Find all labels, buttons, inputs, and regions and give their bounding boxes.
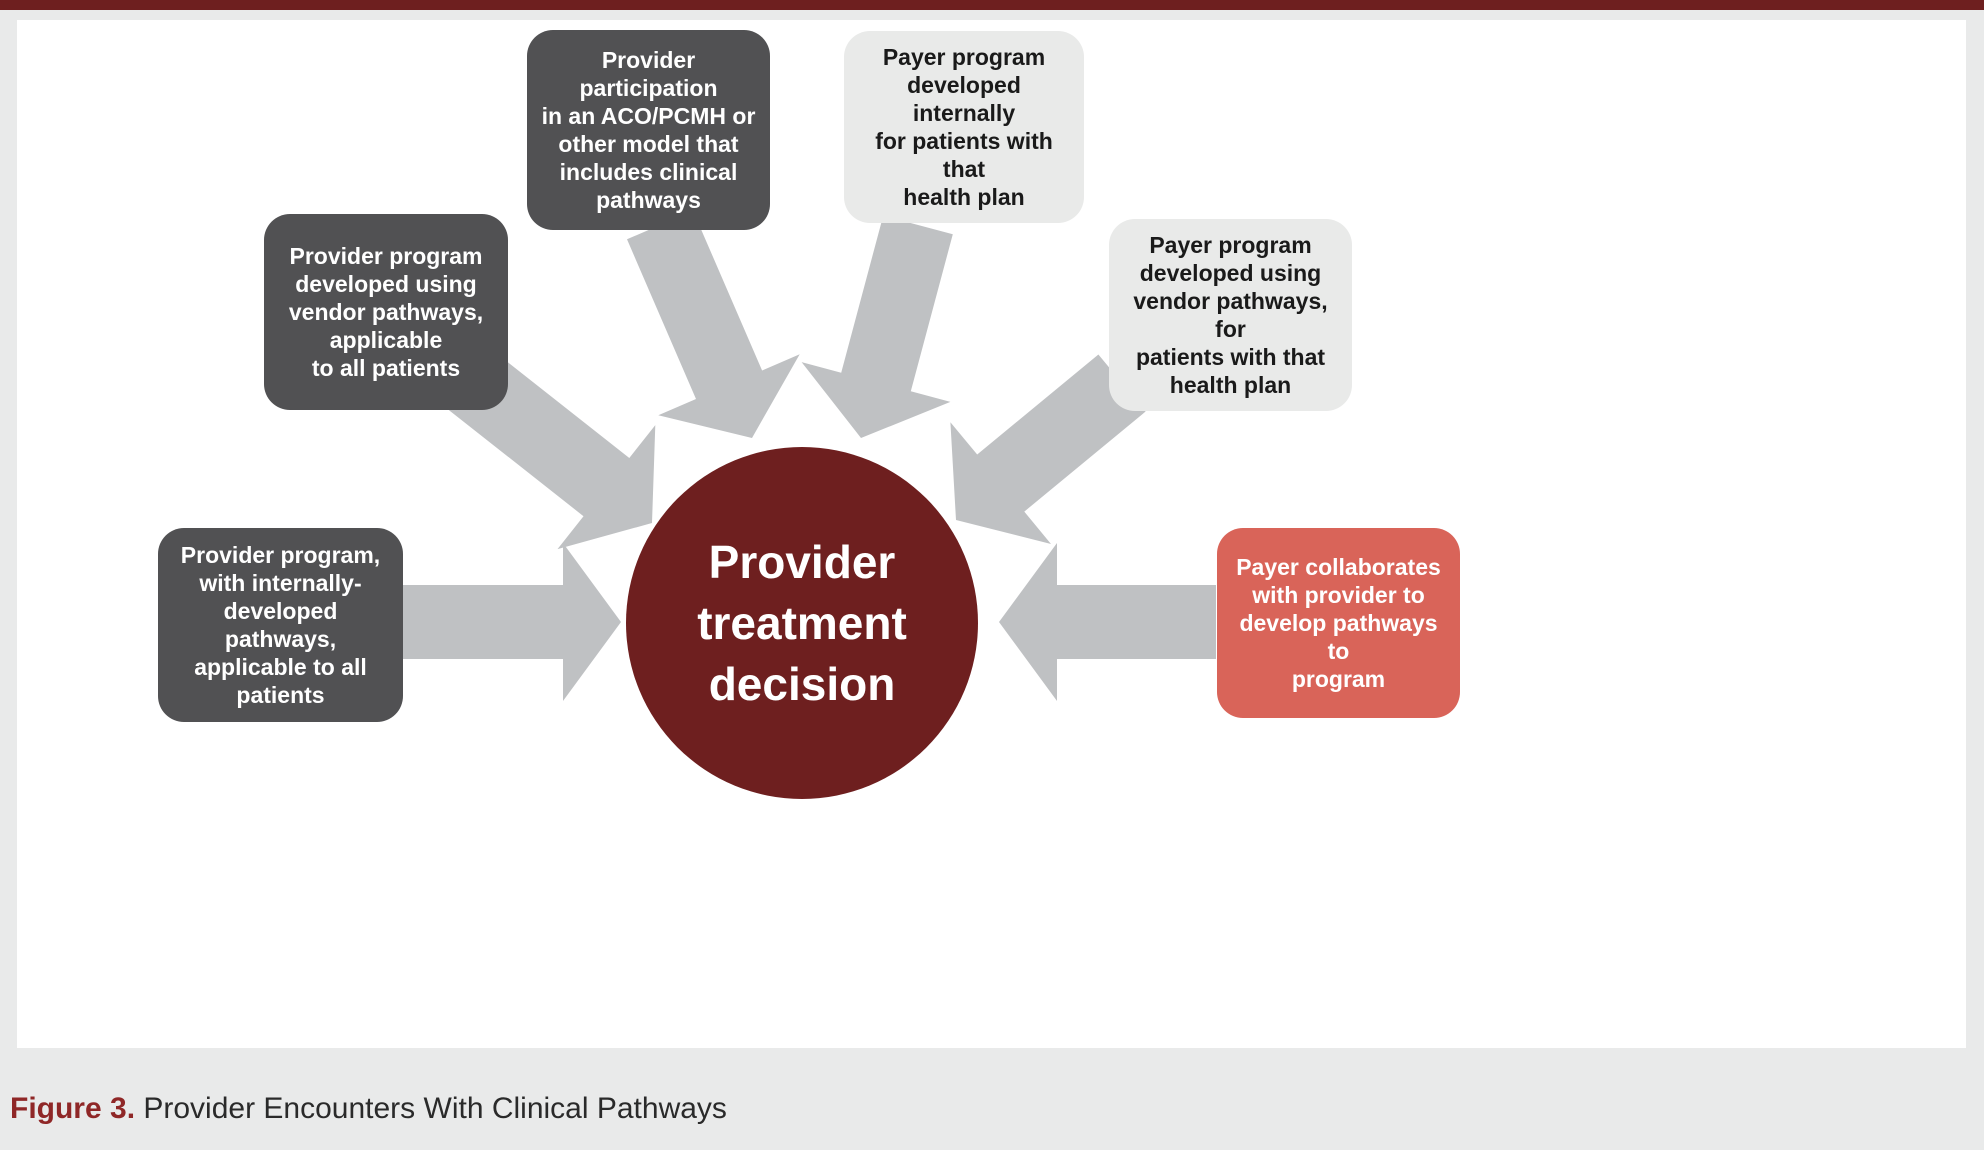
figure-caption: Figure 3. Provider Encounters With Clini… [10, 1090, 1910, 1128]
node-provider-internal-pathways: Provider program, with internally- devel… [158, 528, 403, 722]
node-payer-internal-program: Payer program developed internally for p… [844, 31, 1084, 223]
flow-arrows [403, 210, 1216, 701]
node-provider-aco-pcmh: Provider participation in an ACO/PCMH or… [527, 30, 770, 230]
figure-caption-label: Figure 3. [10, 1092, 136, 1125]
figure-caption-text: Provider Encounters With Clinical Pathwa… [135, 1092, 727, 1125]
provider-treatment-decision-circle: Provider treatment decision [626, 447, 978, 799]
block-arrow [627, 210, 800, 438]
block-arrow [950, 354, 1146, 544]
block-arrow [999, 543, 1216, 701]
node-provider-vendor-pathways: Provider program developed using vendor … [264, 214, 508, 410]
node-payer-vendor-pathways: Payer program developed using vendor pat… [1109, 219, 1352, 411]
node-payer-collaborates: Payer collaborates with provider to deve… [1217, 528, 1460, 718]
block-arrow [801, 215, 953, 438]
block-arrow [403, 543, 621, 701]
top-accent-bar [0, 0, 1984, 10]
